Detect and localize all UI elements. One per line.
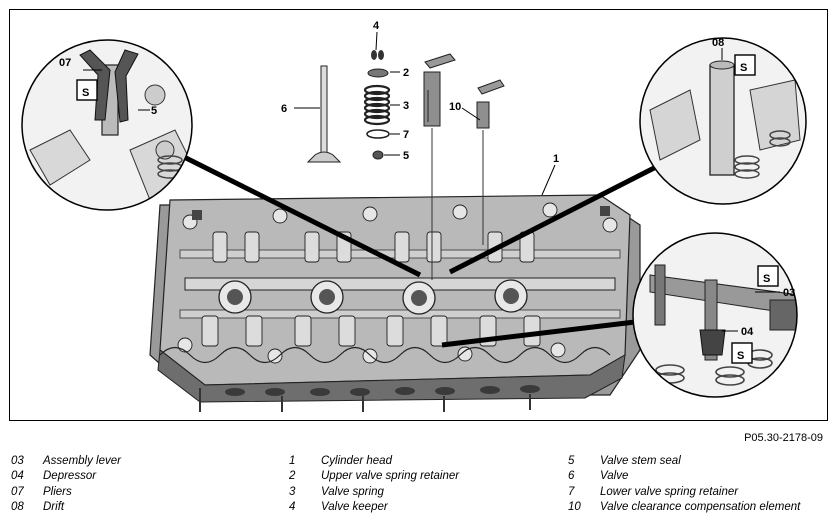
tool-symbol-text: S [737,350,744,362]
special-tool-icon [734,54,756,76]
tool-symbol-text: S [740,62,747,74]
callout-07: 07 [59,57,71,69]
special-tool-icon [757,265,779,287]
detail-circle-assembly-lever [441,232,798,398]
callout-2: 2 [403,67,409,79]
callout-10: 10 [449,101,461,113]
upper-retainer-part [367,68,389,78]
detail-circle-pliers [21,39,422,278]
cylinder-head-drawing [149,194,641,412]
callout-detail-5: 5 [151,105,157,117]
lash-adjuster-right [476,79,505,245]
tool-symbol-text: S [82,87,89,99]
valve-part [306,65,342,163]
callout-3: 3 [403,100,409,112]
leader-lines [294,31,556,196]
callout-7: 7 [403,129,409,141]
callout-1: 1 [553,153,559,165]
illustration-frame: 4 2 3 7 5 6 10 1 07 5 08 03 04 S S S S [9,9,828,421]
cylinder-head-illustration: 4 2 3 7 5 6 10 1 07 5 08 03 04 S S S S [21,20,807,412]
valve-keeper-part [371,50,384,60]
callout-03: 03 [783,287,795,299]
callout-4: 4 [373,20,380,32]
detail-circle-drift [448,37,807,275]
exploded-valve-parts [306,50,505,280]
stem-seal-part [372,150,384,160]
lower-retainer-part [366,129,390,139]
tool-symbol-text: S [763,273,770,285]
callout-08: 08 [712,37,724,49]
valve-spring-part [363,84,391,126]
special-tool-icon [76,79,98,101]
callout-04: 04 [741,326,754,338]
callout-6: 6 [281,103,287,115]
callout-5: 5 [403,150,409,162]
special-tool-icon [731,342,753,364]
lash-adjuster-left [423,53,456,280]
figure-reference-code: P05.30-2178-09 [744,432,823,444]
